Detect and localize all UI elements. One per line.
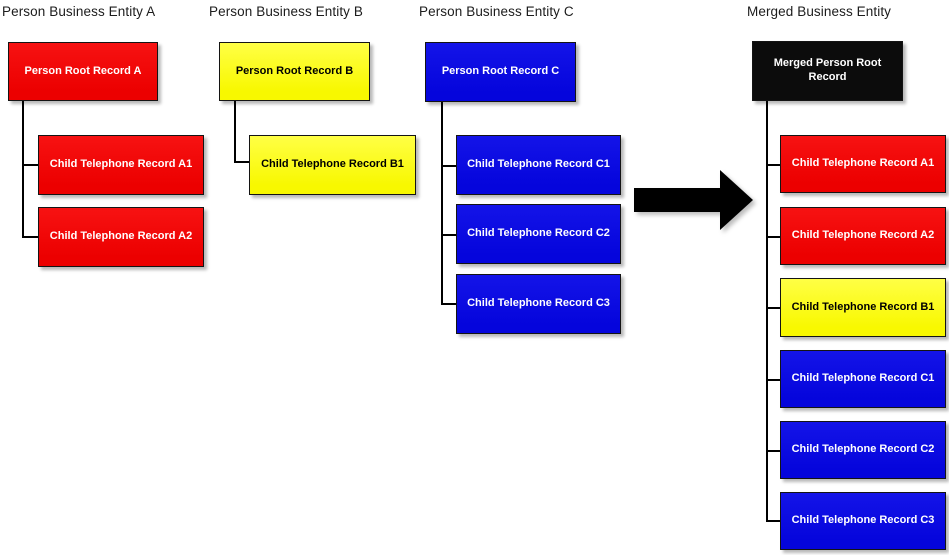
- entity-c-connector-stub: [441, 303, 456, 305]
- entity-c-title: Person Business Entity C: [419, 4, 574, 19]
- entity-a-child-box: Child Telephone Record A1: [38, 135, 204, 195]
- merged-connector-stub: [766, 164, 780, 166]
- entity-c-child-box: Child Telephone Record C3: [456, 274, 621, 334]
- merged-child-box-c1: Child Telephone Record C1: [780, 350, 946, 408]
- entity-c-root-box: Person Root Record C: [425, 42, 576, 102]
- merged-child-box-c2: Child Telephone Record C2: [780, 421, 946, 479]
- entity-a-connector-stub: [22, 164, 38, 166]
- entity-c-connector-stub: [441, 165, 456, 167]
- merged-connector-stub: [766, 236, 780, 238]
- merged-connector-stub: [766, 307, 780, 309]
- merged-root-box: Merged Person Root Record: [752, 41, 903, 101]
- merged-entity-title: Merged Business Entity: [747, 4, 892, 19]
- merged-connector-stub: [766, 379, 780, 381]
- merged-connector-stub: [766, 520, 780, 522]
- entity-a-title: Person Business Entity A: [2, 4, 156, 19]
- merged-child-box-c3: Child Telephone Record C3: [780, 492, 946, 550]
- merge-arrow-icon: [634, 170, 753, 230]
- merged-connector-vertical: [766, 101, 768, 522]
- entity-a-child-box: Child Telephone Record A2: [38, 207, 204, 267]
- merged-child-box-a1: Child Telephone Record A1: [780, 135, 946, 193]
- merged-connector-stub: [766, 450, 780, 452]
- merged-child-box-b1: Child Telephone Record B1: [780, 278, 946, 337]
- entity-c-connector-vertical: [441, 102, 443, 305]
- entity-a-root-box: Person Root Record A: [8, 42, 158, 101]
- entity-c-connector-stub: [441, 234, 456, 236]
- entity-b-child-box: Child Telephone Record B1: [249, 135, 416, 195]
- entity-a-connector-stub: [22, 236, 38, 238]
- entity-b-title: Person Business Entity B: [209, 4, 363, 19]
- merged-child-box-a2: Child Telephone Record A2: [780, 207, 946, 265]
- entity-b-root-box: Person Root Record B: [219, 42, 370, 101]
- entity-b-connector-vertical: [234, 101, 236, 163]
- entity-c-child-box: Child Telephone Record C2: [456, 204, 621, 264]
- entity-a-connector-vertical: [22, 101, 24, 238]
- entity-b-connector-stub: [234, 161, 249, 163]
- entity-c-child-box: Child Telephone Record C1: [456, 135, 621, 195]
